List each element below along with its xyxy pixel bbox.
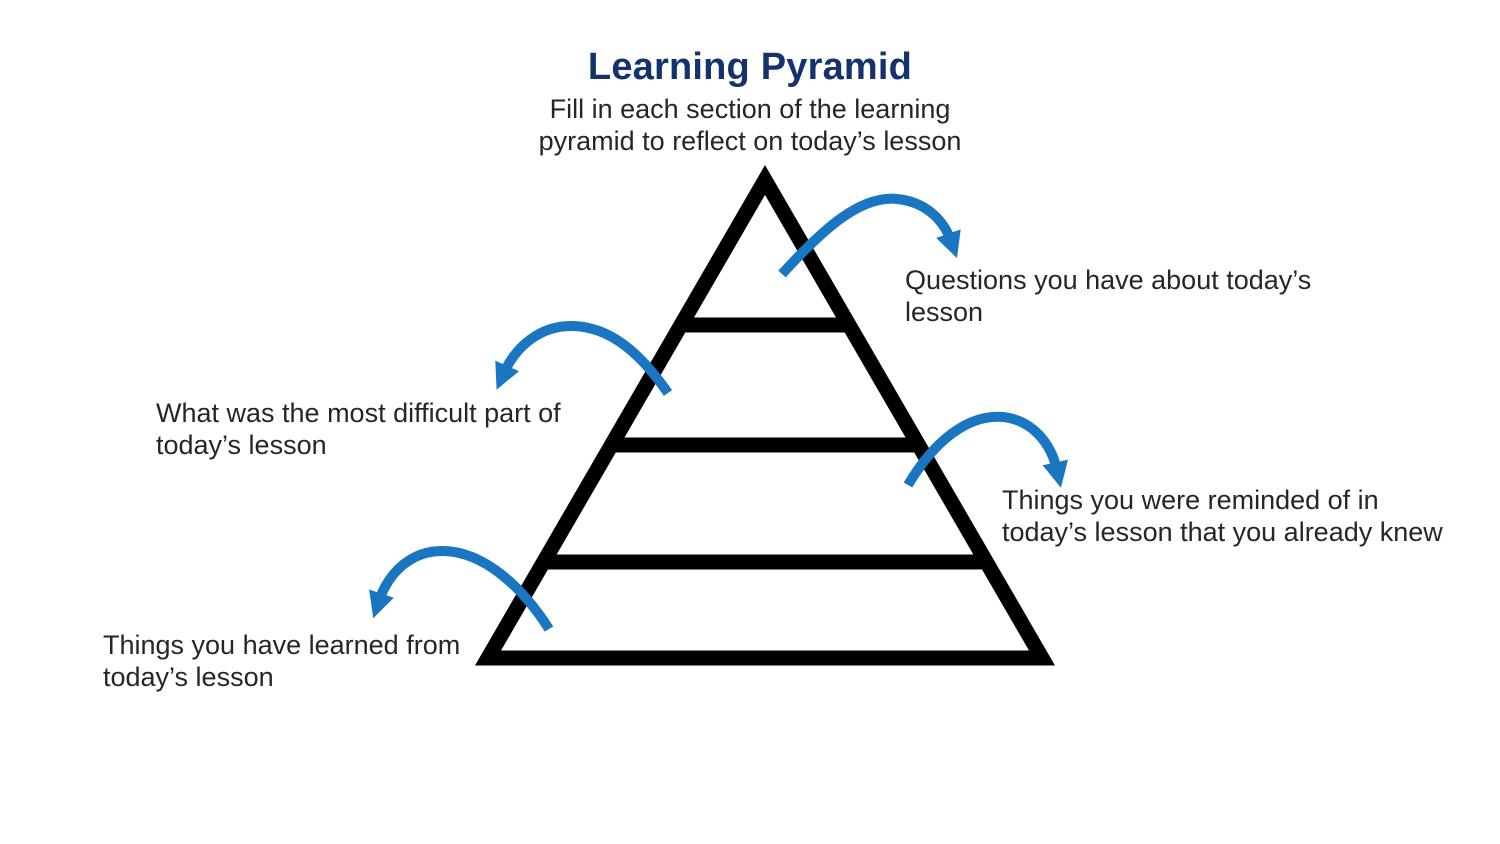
curved-arrow-reminded-icon [903, 411, 1068, 488]
label-questions: Questions you have about today’s lesson [905, 265, 1312, 327]
curved-arrow-learned-icon [369, 545, 554, 632]
label-difficult: What was the most difficult part of toda… [156, 398, 561, 460]
label-reminded: Things you were reminded of in today’s l… [1002, 485, 1443, 547]
curved-arrow-questions-icon [778, 193, 961, 278]
page-title: Learning Pyramid [587, 46, 913, 88]
label-learned: Things you have learned from today’s les… [103, 630, 461, 692]
curved-arrow-difficult-icon [495, 320, 673, 396]
pyramid-outline [474, 165, 1056, 666]
page-subtitle: Fill in each section of the learning pyr… [538, 94, 962, 156]
